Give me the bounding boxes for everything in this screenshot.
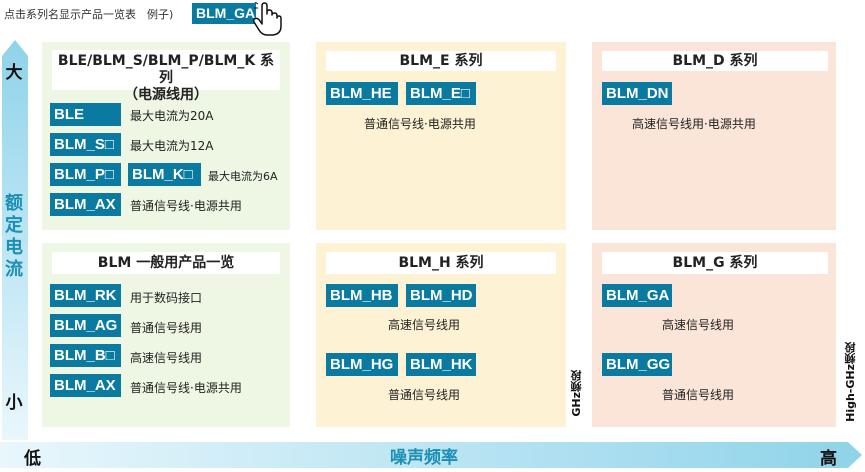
series-chip-blm-hg[interactable]: BLM_HG xyxy=(326,353,398,376)
series-desc: 普通信号线·电源共用 xyxy=(364,117,476,131)
series-desc: 普通信号线用 xyxy=(130,321,203,335)
series-chip-blm-p[interactable]: BLM_P□ xyxy=(50,163,121,186)
series-chip-blm-he[interactable]: BLM_HE xyxy=(326,82,398,105)
series-chip-blm-gg[interactable]: BLM_GG xyxy=(602,353,672,376)
series-desc: 最大电流为6A xyxy=(208,170,278,183)
series-desc: 普通信号线用 xyxy=(662,388,735,402)
frequency-axis xyxy=(0,440,865,470)
panel-title[interactable]: BLM_D 系列 xyxy=(602,51,828,71)
series-chip-blm-ax[interactable]: BLM_AX xyxy=(50,193,121,216)
ghz-band-label: GHz频段 xyxy=(570,370,583,417)
panel-title[interactable]: BLE/BLM_S/BLM_P/BLM_K 系列 （电源线用） xyxy=(52,50,280,103)
series-chip-blm-hk[interactable]: BLM_HK xyxy=(406,353,476,376)
panel-title-line2: （电源线用） xyxy=(124,87,208,103)
current-axis-title-text: 额定电流 xyxy=(5,193,23,280)
instruction-note: 点击系列名显示产品一览表 例子) xyxy=(4,8,174,21)
panel-blm-d: BLM_D 系列 BLM_DN 高速信号线用·电源共用 xyxy=(592,42,836,230)
frequency-axis-title: 噪声频率 xyxy=(390,448,458,468)
panel-blm-h: BLM_H 系列 BLM_HB BLM_HD 高速信号线用 BLM_HG BLM… xyxy=(316,243,566,427)
series-desc: 普通信号线·电源共用 xyxy=(130,199,242,213)
frequency-axis-max: 高 xyxy=(820,449,837,469)
high-ghz-band-label: High-GHz频段 xyxy=(844,342,857,422)
panel-ble-blms-blmp-blmk: BLE/BLM_S/BLM_P/BLM_K 系列 （电源线用） BLE 最大电流… xyxy=(42,42,290,230)
series-chip-blm-k[interactable]: BLM_K□ xyxy=(128,163,201,186)
current-axis-title: 额定电流 xyxy=(0,193,28,281)
frequency-axis-min: 低 xyxy=(24,449,41,469)
series-desc: 高速信号线用 xyxy=(662,318,735,332)
current-axis xyxy=(2,40,28,440)
series-chip-blm-ga[interactable]: BLM_GA xyxy=(602,284,672,307)
series-chip-blm-ag[interactable]: BLM_AG xyxy=(50,314,121,337)
series-desc: 普通信号线用 xyxy=(388,388,461,402)
series-chip-blm-ax[interactable]: BLM_AX xyxy=(50,374,121,397)
panel-blm-general: BLM 一般用产品一览 BLM_RK 用于数码接口 BLM_AG 普通信号线用 … xyxy=(42,243,290,427)
series-desc: 最大电流为20A xyxy=(130,109,214,123)
series-desc: 高速信号线用 xyxy=(388,318,461,332)
panel-title[interactable]: BLM_G 系列 xyxy=(602,252,828,274)
series-desc: 普通信号线·电源共用 xyxy=(130,381,242,395)
horizontal-arrow-icon xyxy=(0,442,862,468)
series-desc: 高速信号线用·电源共用 xyxy=(632,117,756,131)
series-chip-blm-rk[interactable]: BLM_RK xyxy=(50,284,121,307)
series-chip-blm-hd[interactable]: BLM_HD xyxy=(406,284,476,307)
panel-title-line1: BLE/BLM_S/BLM_P/BLM_K 系列 xyxy=(57,53,275,86)
series-desc: 最大电流为12A xyxy=(130,139,214,153)
series-desc: 高速信号线用 xyxy=(130,351,203,365)
panel-title[interactable]: BLM_E 系列 xyxy=(326,51,556,71)
pointer-hand-icon xyxy=(252,2,282,36)
series-chip-blm-hb[interactable]: BLM_HB xyxy=(326,284,398,307)
series-desc: 用于数码接口 xyxy=(130,291,203,305)
panel-title[interactable]: BLM_H 系列 xyxy=(326,252,556,274)
current-axis-max: 大 xyxy=(5,63,23,83)
panel-title[interactable]: BLM 一般用产品一览 xyxy=(52,252,280,274)
series-chip-blm-dn[interactable]: BLM_DN xyxy=(602,82,672,105)
series-chip-blm-s[interactable]: BLM_S□ xyxy=(50,133,121,156)
panel-blm-g: BLM_G 系列 BLM_GA 高速信号线用 BLM_GG 普通信号线用 xyxy=(592,243,836,427)
panel-blm-e: BLM_E 系列 BLM_HE BLM_E□ 普通信号线·电源共用 xyxy=(316,42,566,230)
series-chip-blm-b[interactable]: BLM_B□ xyxy=(50,344,121,367)
series-chip-blm-e[interactable]: BLM_E□ xyxy=(406,82,476,105)
vertical-arrow-icon xyxy=(2,40,28,440)
series-chip-ble[interactable]: BLE xyxy=(50,103,121,126)
current-axis-min: 小 xyxy=(5,393,23,413)
example-series-chip[interactable]: BLM_GA xyxy=(192,3,256,24)
